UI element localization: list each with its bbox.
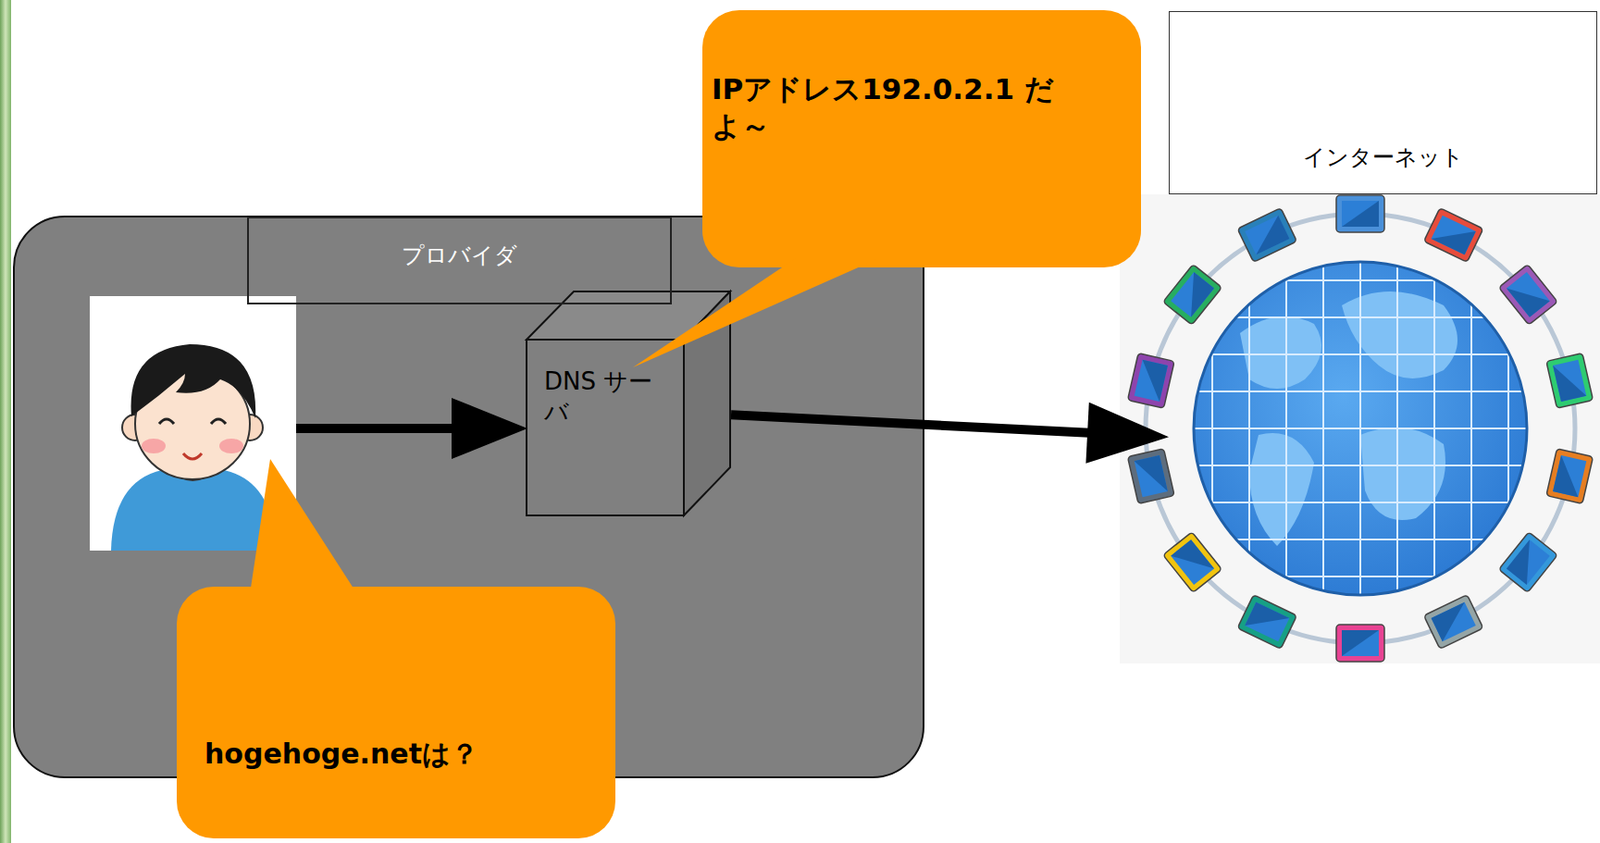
speech-bubble: IPアドレス192.0.2.1 だよ～ (702, 10, 1142, 268)
bubble-text: hogehoge.netは？ (204, 736, 594, 772)
region-heading: プロバイダ (247, 216, 672, 305)
connector-arrow (731, 414, 1090, 434)
bubble-tail (176, 586, 616, 839)
internet-illustration (1119, 194, 1600, 664)
server-label: DNS サーバ (544, 366, 660, 427)
internet-region: インターネット (1168, 11, 1600, 664)
bubble-text: IPアドレス192.0.2.1 だよ～ (711, 71, 1082, 145)
request-arrow (296, 397, 528, 459)
arrow-head (1085, 402, 1169, 464)
side-stripe (0, 0, 12, 843)
speech-bubble: hogehoge.netは？ (176, 586, 616, 839)
region-heading: インターネット (1168, 11, 1598, 195)
